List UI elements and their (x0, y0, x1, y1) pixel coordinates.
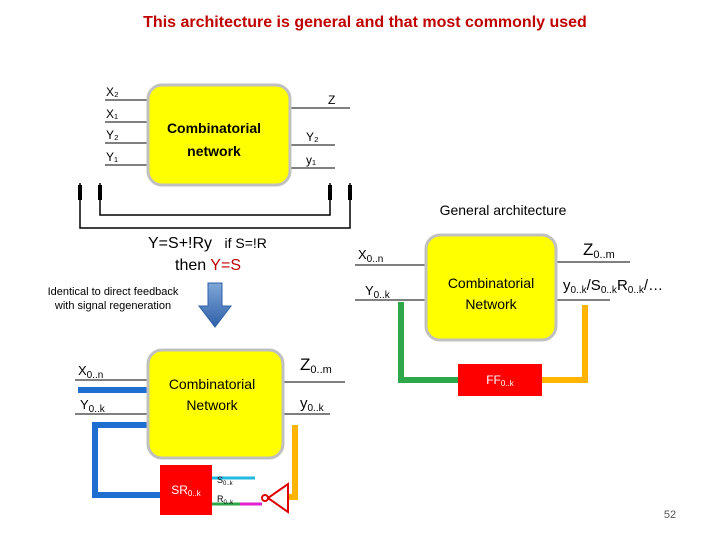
general-feedback-orange (542, 305, 588, 383)
top-feedback-inner (99, 183, 331, 216)
general-input-y: Y0..k (365, 283, 391, 301)
general-caption: General architecture (440, 202, 567, 218)
page-number: 52 (664, 509, 676, 521)
general-output-z: Z0..m (583, 240, 615, 261)
top-output-z: Z (328, 93, 335, 107)
general-block-label-1: Combinatorial (448, 275, 534, 291)
general-combinatorial-block (424, 233, 558, 342)
top-feedback-outer (79, 183, 351, 229)
general-ff-label: FF0..k (486, 373, 515, 388)
top-input-y1: Y₁ (106, 150, 118, 164)
bottom-inverter-icon (266, 482, 289, 514)
top-input-x1: X₁ (106, 107, 118, 121)
down-arrow (197, 282, 233, 328)
bottom-r-label: R0..k (217, 494, 234, 506)
top-block-label-2: network (187, 143, 241, 159)
bottom-input-y: Y0..k (80, 397, 106, 415)
top-input-y2: Y₂ (106, 128, 119, 142)
note-line-2: with signal regeneration (54, 300, 171, 312)
bottom-diagram: SR0..k S0..k R0..k Combinatorial Network… (75, 348, 345, 515)
general-architecture: General architecture FF0..k Combinatoria… (355, 202, 663, 396)
top-output-y2: Y₂ (306, 130, 319, 144)
top-input-x2: X₂ (106, 85, 119, 99)
note-line-1: Identical to direct feedback (48, 286, 179, 298)
bottom-input-x: X0..n (78, 363, 103, 381)
equation-text: Y=S+!Ry if S=!R (148, 235, 267, 252)
general-feedback-green (398, 302, 458, 383)
bottom-combinatorial-block (146, 348, 285, 460)
bottom-s-label: S0..k (217, 475, 234, 487)
bottom-sr-label: SR0..k (171, 483, 202, 498)
general-ff-box (458, 364, 542, 396)
general-input-x: X0..n (358, 247, 383, 265)
bottom-sr-box (160, 465, 212, 515)
bottom-output-z: Z0..m (300, 355, 332, 376)
bottom-block-label-1: Combinatorial (169, 376, 255, 392)
bottom-feedback-orange (288, 425, 298, 500)
top-diagram: Combinatorial network X₂ X₁ Y₂ Y₁ Z Y₂ y… (78, 83, 352, 229)
bottom-block-label-2: Network (186, 397, 238, 413)
bottom-inverter-bubble (261, 494, 269, 502)
general-block-label-2: Network (465, 296, 517, 312)
top-combinatorial-block (146, 83, 292, 187)
bottom-output-y: y0..k (300, 395, 325, 414)
top-block-label-1: Combinatorial (167, 120, 261, 136)
slide-title: This architecture is general and that mo… (143, 14, 587, 31)
general-output-ysr: y0..k/S0..kR0..k/… (563, 277, 663, 296)
then-text: then Y=S (175, 257, 241, 274)
top-output-y1: y₁ (306, 153, 316, 167)
bottom-feedback-blue (92, 422, 160, 498)
